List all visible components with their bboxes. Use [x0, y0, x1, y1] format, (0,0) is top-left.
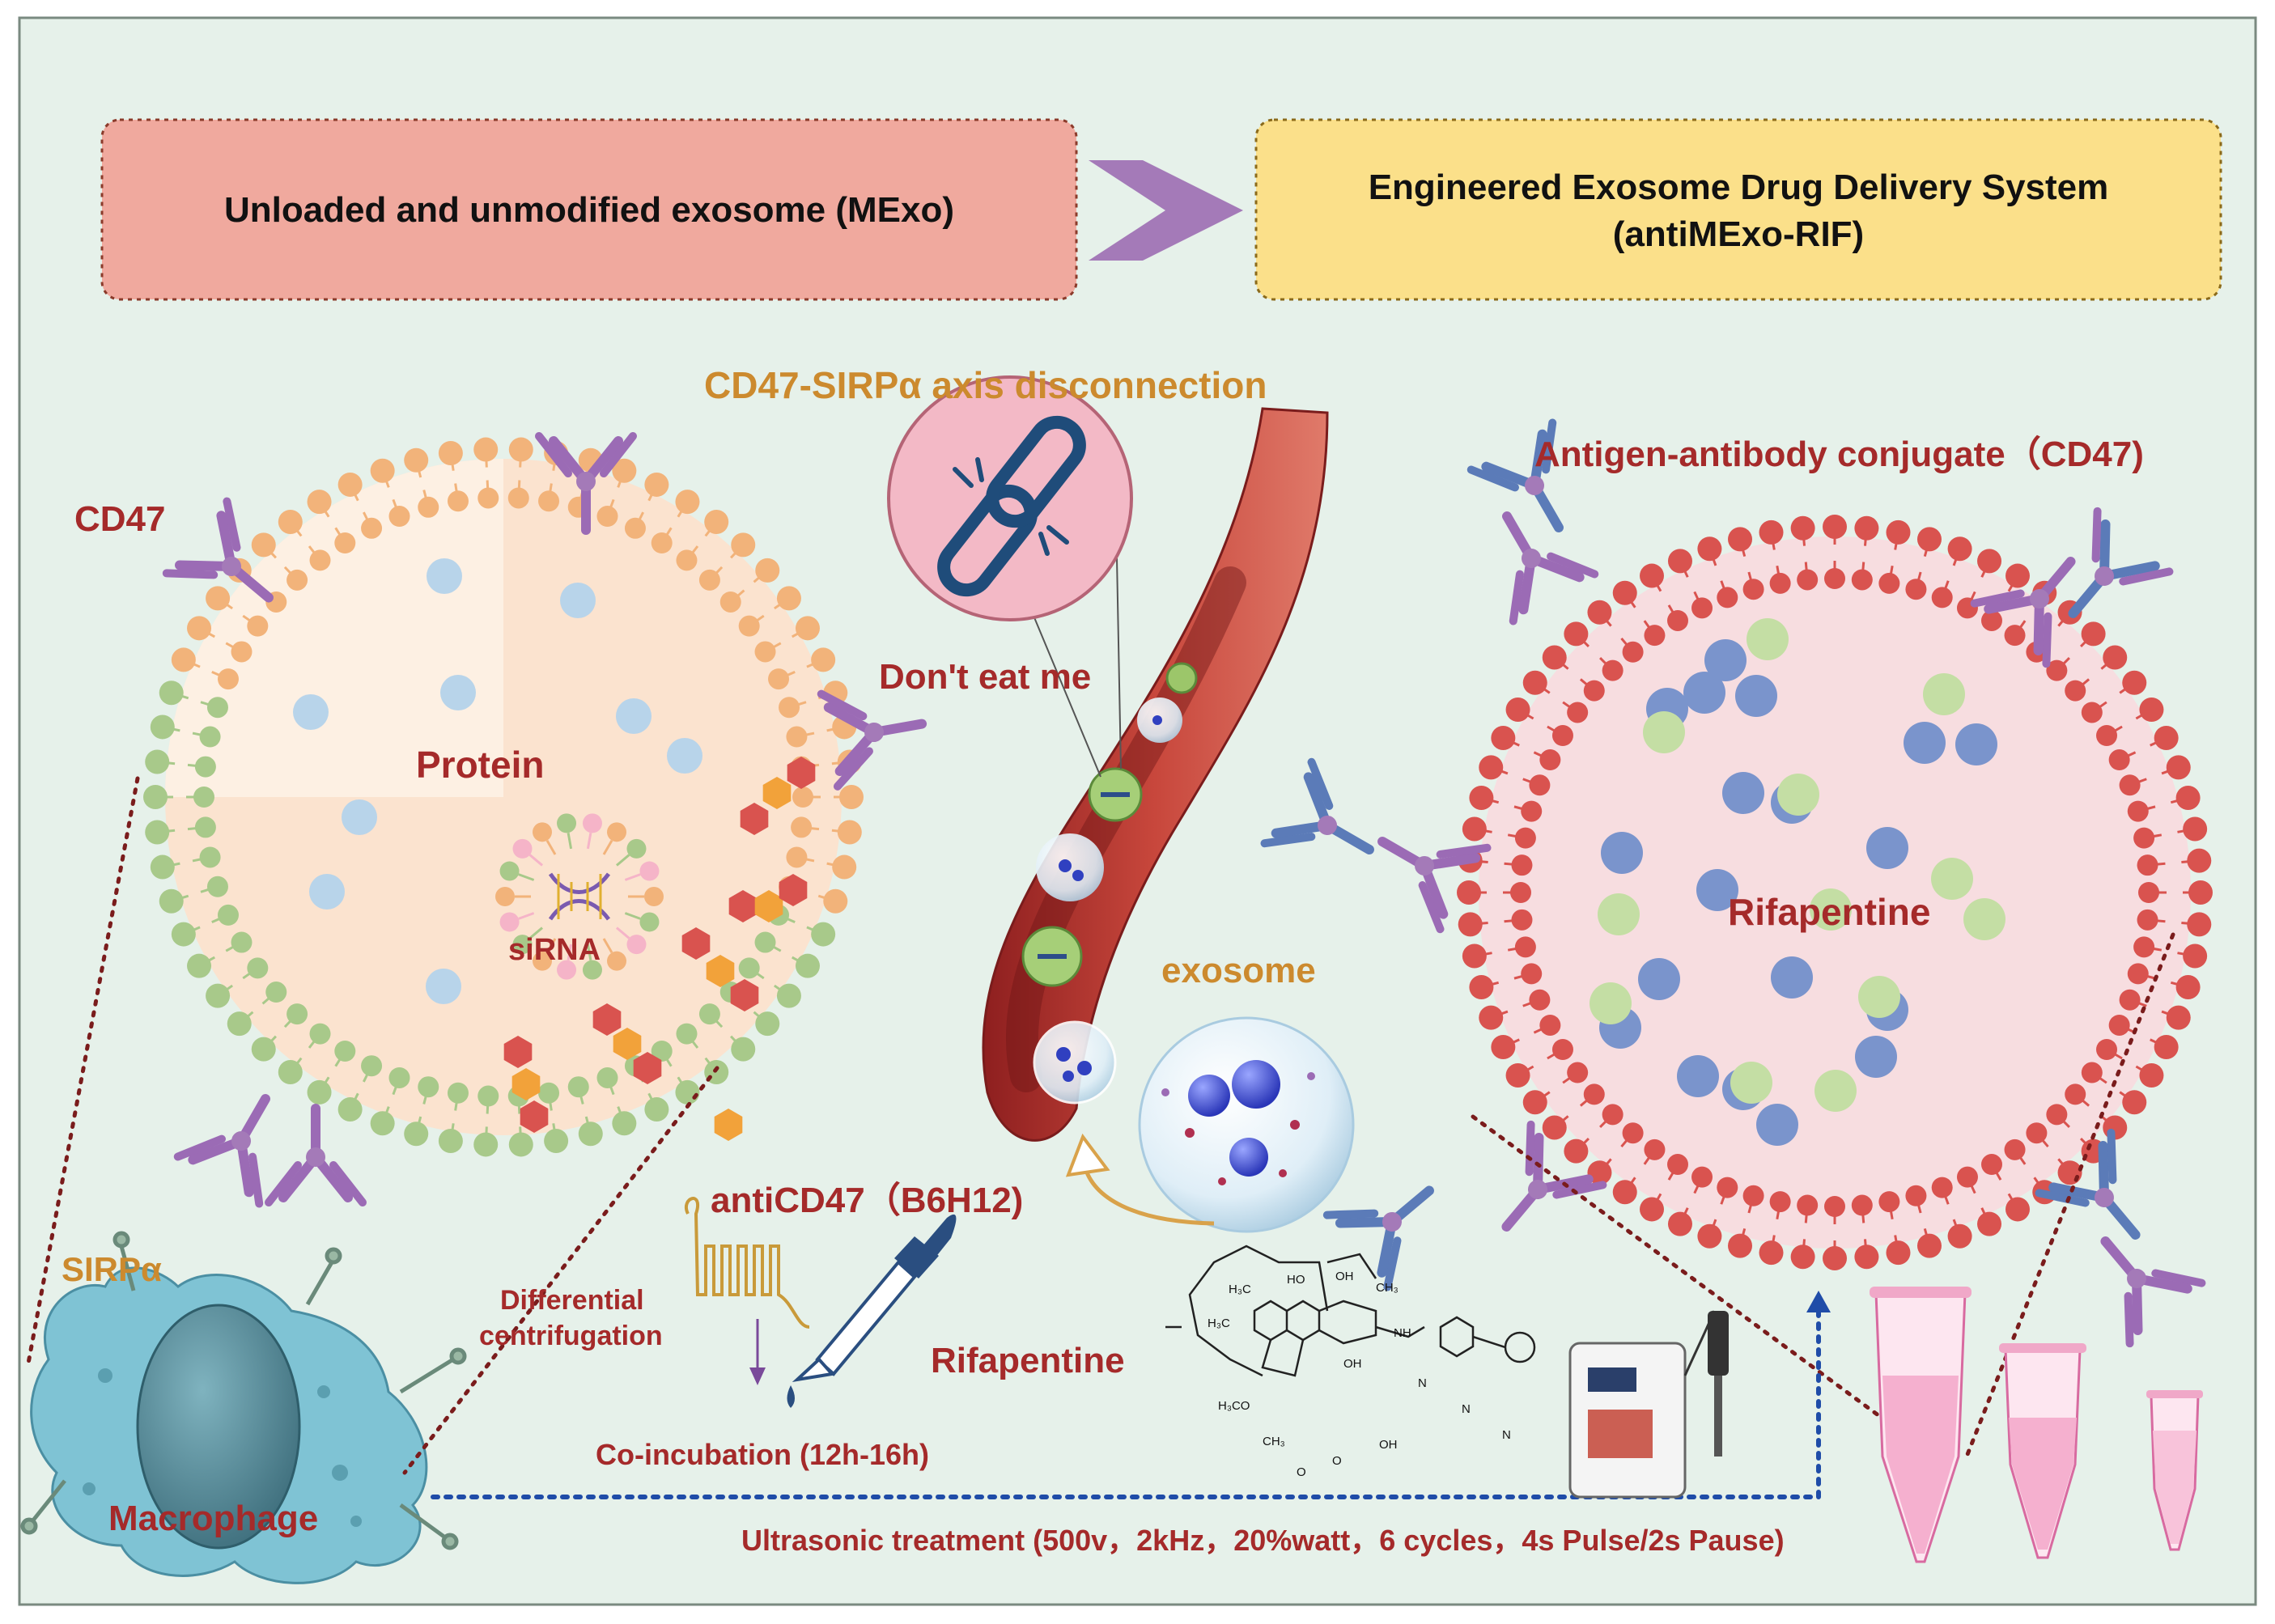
antigen-antibody-label: Antigen-antibody conjugate（CD47): [1534, 435, 2144, 474]
coincubation-label: Co-incubation (12h-16h): [596, 1438, 929, 1471]
differential-label-1: Differential: [500, 1285, 644, 1316]
rifapentine-core-label: Rifapentine: [1728, 891, 1931, 933]
engineered-system-title-line2: (antiMExo-RIF): [1612, 214, 1865, 254]
zoom-guide-lines: [25, 776, 2175, 1475]
exosome-label: exosome: [1161, 951, 1316, 990]
svg-text:H₃CO: H₃CO: [1218, 1399, 1250, 1413]
macrophage-label: Macrophage: [108, 1499, 319, 1538]
svg-text:O: O: [1332, 1454, 1342, 1468]
process-flow-line: [431, 1300, 1821, 1499]
axis-disconnection-label: CD47-SIRPα axis disconnection: [704, 364, 1267, 406]
svg-text:HO: HO: [1287, 1273, 1305, 1287]
unmodified-exosome-title: Unloaded and unmodified exosome (MExo): [223, 190, 955, 230]
exosome-bubble: [1138, 1016, 1355, 1233]
svg-text:N: N: [1418, 1376, 1427, 1390]
differential-label-2: centrifugation: [479, 1321, 663, 1351]
engineered-system-box: [1254, 118, 2222, 301]
pipette-dropper: [787, 1214, 957, 1408]
rifapentine-structure: [1165, 1245, 1536, 1377]
svg-text:N: N: [1462, 1402, 1471, 1416]
ultrasonic-device: [1568, 1310, 1729, 1499]
svg-text:O: O: [1297, 1465, 1306, 1479]
broken-link-magnifier: [887, 375, 1133, 621]
svg-text:OH: OH: [1335, 1270, 1354, 1283]
antibody-sketch: [685, 1197, 810, 1329]
blood-vessel: [982, 407, 1329, 1142]
svg-text:OH: OH: [1343, 1357, 1362, 1371]
unmodified-exosome-box: [100, 118, 1078, 301]
sirna-label: siRNA: [508, 933, 601, 967]
sample-tubes: [1870, 1287, 2203, 1563]
svg-text:OH: OH: [1379, 1438, 1398, 1452]
sirpa-label: SIRPα: [62, 1250, 162, 1288]
svg-text:CH₃: CH₃: [1263, 1435, 1285, 1448]
macrophage-cell: [20, 1231, 467, 1584]
anticd47-label: antiCD47（B6H12): [711, 1181, 1024, 1220]
molecule-atom-labels: H₃C HO H₃C OH CH₃ NH H₃CO OH OH N N N O …: [1208, 1270, 1511, 1479]
cd47-label: CD47: [74, 499, 166, 539]
svg-text:CH₃: CH₃: [1376, 1281, 1399, 1295]
svg-text:H₃C: H₃C: [1229, 1283, 1251, 1296]
protein-label: Protein: [416, 744, 545, 786]
rifapentine-drug-label: Rifapentine: [931, 1341, 1125, 1380]
unmodified-exosome-diagram: [143, 437, 864, 1157]
engineered-exosome-diagram: [162, 418, 2213, 1348]
transformation-arrow: [1089, 160, 1243, 261]
ultrasonic-treatment-label: Ultrasonic treatment (500v，2kHz，20%watt，…: [741, 1524, 1785, 1557]
exosome-to-vessel-arrow: [1065, 1133, 1110, 1177]
dont-eat-me-label: Don't eat me: [879, 657, 1092, 697]
svg-text:N: N: [1502, 1428, 1511, 1442]
svg-text:NH: NH: [1394, 1326, 1411, 1340]
broken-chain-icon: [937, 415, 1086, 597]
svg-text:H₃C: H₃C: [1208, 1317, 1230, 1330]
engineered-system-title-line1: Engineered Exosome Drug Delivery System: [1368, 167, 2109, 207]
